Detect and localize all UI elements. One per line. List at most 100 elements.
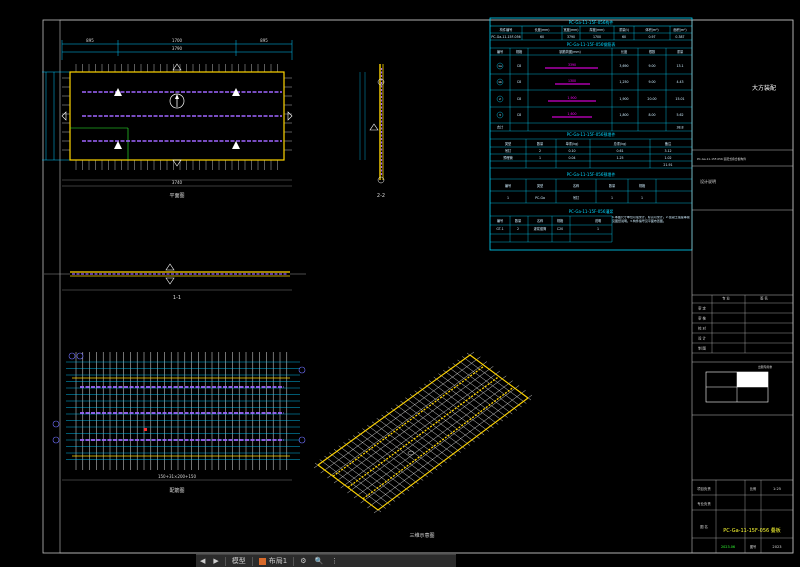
- t2-h3: 长度: [621, 49, 628, 54]
- t5-h1: 数量: [515, 218, 522, 223]
- schedule-note: 1.本图尺寸单位以毫米计，标高以米计。2.混凝土强度等级见图纸说明。3.构件编号…: [612, 216, 690, 223]
- section-11-label: 1-1: [173, 295, 181, 301]
- drawing-frame: [59, 19, 794, 554]
- t1-r3: 1700: [593, 35, 601, 39]
- t1-h2: 宽度(mm): [563, 27, 578, 32]
- iso-bar: [319, 459, 386, 509]
- section-2-2[interactable]: 2-2: [359, 64, 385, 199]
- t2-r4-c1: C8: [517, 113, 521, 117]
- nav-prev-button[interactable]: ◀: [200, 557, 206, 565]
- tb-head-0: 专 业: [722, 296, 730, 301]
- t2-row-4: 3 C8 1,600 1,800 8.00 5.62: [496, 111, 684, 119]
- iso-lift-hole: [407, 450, 415, 456]
- t2-row-3: 2 C8 1,900 1,900 20.00 15.01: [496, 95, 685, 103]
- zoom-icon[interactable]: 🔍: [314, 557, 324, 565]
- iso-view[interactable]: 三维示意图: [313, 351, 533, 539]
- scale-label: 比例: [750, 486, 756, 491]
- t1-h5: 体积(m³): [645, 27, 658, 32]
- t2-r2-c3: 1,250: [619, 80, 628, 84]
- table2-title: PC-Ga-11-15F-056钢筋表: [567, 41, 616, 47]
- t2-h5: 重量: [677, 49, 684, 54]
- iso-bar: [347, 375, 507, 494]
- t2-h2: 钢筋简图(mm): [559, 49, 580, 54]
- t2-h0: 编号: [497, 49, 503, 54]
- schedule-tables[interactable]: PC-Ga-11-15F-056构件 构件编号 长度(mm) 宽度(mm) 厚度…: [489, 17, 693, 251]
- t1-r5: 0.97: [648, 35, 655, 39]
- t5-r-c0: GT-1: [496, 227, 503, 231]
- plan-total-dim: 3790: [172, 46, 183, 51]
- t1-r4: 60: [622, 35, 626, 39]
- t2-r3-c4: 20.00: [647, 97, 656, 101]
- t3-h3: 总重(kg): [614, 141, 627, 146]
- t2-r3-c3: 1,900: [619, 97, 628, 101]
- plan-view[interactable]: 895 1700 895 3790: [42, 38, 293, 199]
- design-note: 设计说明: [700, 178, 716, 184]
- t4-r-c2: 吊钉: [573, 195, 580, 200]
- t2-r2-c4: 9.00: [648, 80, 655, 84]
- layout-icon: [258, 557, 266, 565]
- iso-bar: [452, 363, 518, 411]
- divider: [293, 556, 295, 566]
- t5-r-c1: 2: [517, 227, 519, 231]
- tb-label-2: 校 对: [698, 326, 706, 331]
- t3-r1-c0: 吊钉: [505, 148, 512, 153]
- title-block[interactable]: 大方装配 PC-Ga-11-15F-056 装配式叠合板构件 设计说明 专 业 …: [691, 20, 793, 553]
- scale-value: 1:25: [773, 487, 781, 491]
- rebar-view[interactable]: 150+31×200+150 配筋图: [52, 352, 306, 494]
- t1-r0: PC-Ga-11-15F-056: [491, 35, 520, 39]
- more-icon[interactable]: ⋮: [331, 557, 339, 565]
- t4-r-c4: 1: [641, 196, 643, 200]
- iso-bar: [386, 411, 452, 460]
- iso-slab-edge: [317, 354, 471, 466]
- company-name: 大方装配: [752, 84, 776, 92]
- t5-r-c3: C20: [557, 227, 563, 231]
- t2-r4-c3: 1,800: [619, 113, 628, 117]
- t3-r1-c2: 0.10: [568, 149, 575, 153]
- model-tab-label: 模型: [231, 557, 246, 565]
- t2-r4-c5: 5.62: [676, 113, 683, 117]
- t4-h1: 类型: [537, 183, 544, 188]
- nav-next-button[interactable]: ▶: [213, 557, 219, 565]
- layout1-tab[interactable]: 布局1: [255, 555, 291, 567]
- t2-r1-c4: 9.00: [648, 64, 655, 68]
- t2-r4-c0: 3: [499, 113, 501, 117]
- t2-r2-c2: 1300: [568, 79, 576, 83]
- iso-bar: [438, 373, 504, 422]
- iso-truss: [332, 365, 485, 477]
- settings-icon[interactable]: ⚙: [300, 557, 307, 565]
- t2-r1-c5: 13.1: [676, 64, 683, 68]
- tb-label-6: 专业负责: [697, 501, 711, 506]
- t1-h3: 厚度(mm): [589, 27, 604, 32]
- t2-r3-c5: 15.01: [675, 97, 684, 101]
- t4-h0: 编号: [505, 183, 511, 188]
- t3-total: 21.91: [663, 163, 672, 167]
- t3-r2-c2: 0.04: [568, 156, 575, 160]
- table5-title: PC-Ga-11-15F-056灌浆: [569, 208, 614, 214]
- table3-title: PC-Ga-11-15F-056预埋件: [567, 131, 616, 137]
- tb-label-3: 设 计: [698, 336, 706, 341]
- t2-r1-c1: C8: [517, 64, 521, 68]
- iso-bar: [360, 385, 520, 504]
- iso-truss: [347, 375, 500, 489]
- t5-r-c2: 灌浆套筒: [534, 226, 547, 231]
- t1-h0: 构件编号: [500, 27, 513, 32]
- t3-r2-c0: 预埋管: [503, 155, 513, 160]
- t2-r2-c1: C8: [517, 80, 521, 84]
- t5-h3: 规格: [557, 218, 564, 223]
- t3-h2: 单重(kg): [566, 141, 579, 146]
- t1-r2: 3790: [567, 35, 575, 39]
- t1-h6: 面积(m²): [673, 27, 686, 32]
- iso-bar: [352, 435, 419, 485]
- stamp-caption: 出图专用章: [758, 365, 772, 369]
- model-tab[interactable]: 模型: [228, 555, 250, 567]
- layout-tab-bar: ◀ ▶ 模型 布局1 ⚙ 🔍 ⋮: [196, 554, 456, 567]
- layout1-tab-label: 布局1: [268, 557, 288, 565]
- section-1-1[interactable]: 1-1: [44, 263, 306, 301]
- plan-view-label: 平面图: [169, 193, 184, 199]
- iso-slab-edge: [377, 397, 529, 511]
- t5-h0: 编号: [497, 218, 503, 223]
- t1-h1: 长度(mm): [534, 27, 549, 32]
- divider: [224, 556, 226, 566]
- tb-label-0: 审 定: [698, 306, 706, 311]
